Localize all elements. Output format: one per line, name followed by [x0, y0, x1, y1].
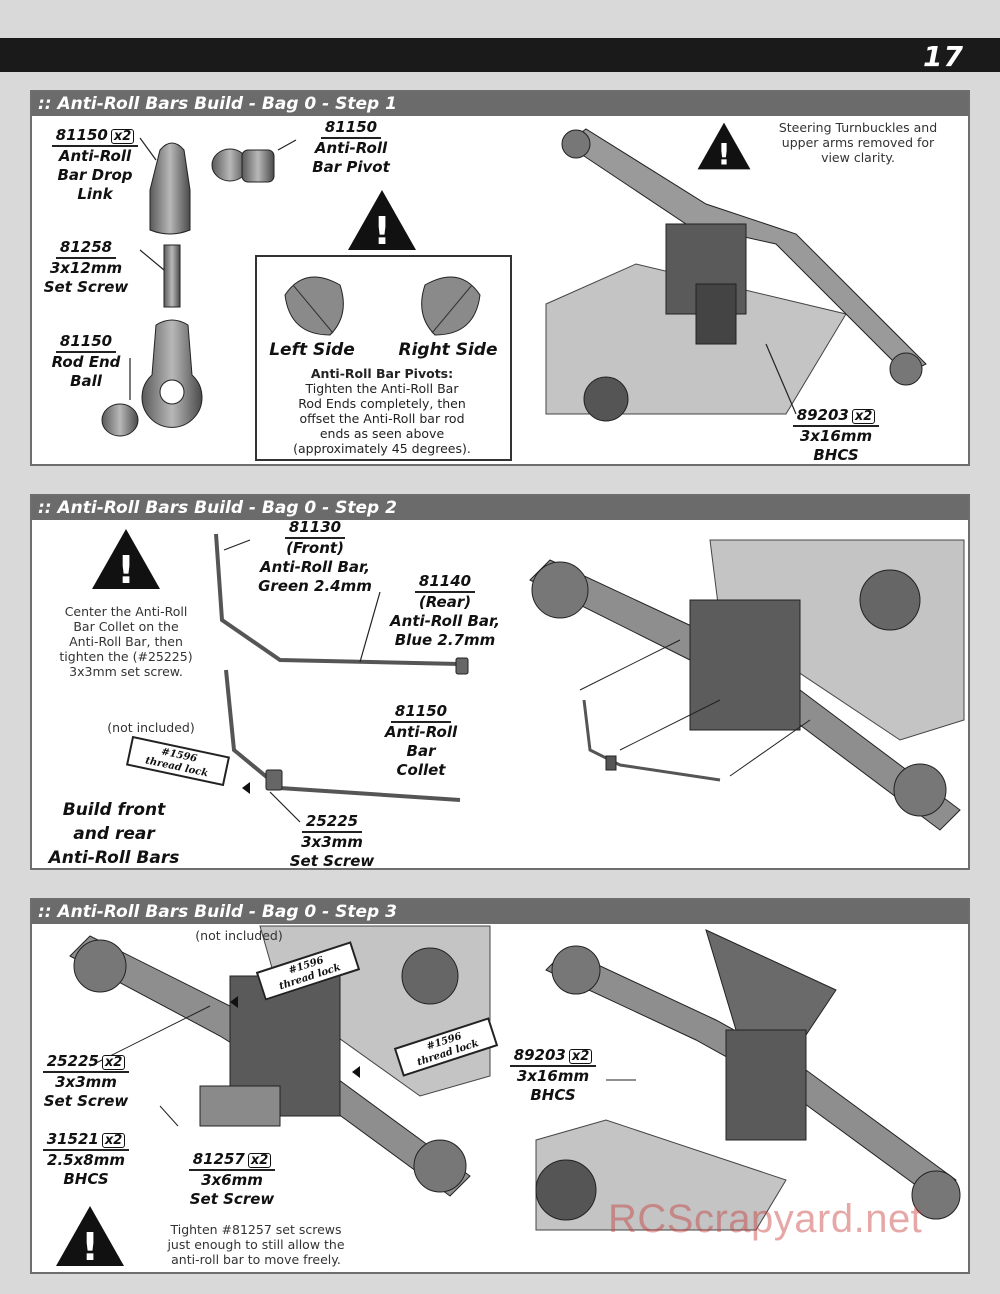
not-included-note: (not included)	[107, 720, 195, 735]
pivot-label: 81150 Anti-Roll Bar Pivot	[312, 118, 390, 176]
watermark: RCScrapyard.net	[608, 1197, 923, 1241]
page-number: 17	[923, 40, 964, 73]
build-instructions: Build front and rear Anti-Roll Bars	[48, 800, 180, 868]
rear-bar-label: 81140 (Rear) Anti-Roll Bar, Blue 2.7mm	[390, 572, 500, 649]
warning-icon: !	[697, 122, 751, 172]
front-chassis-drawing	[545, 128, 927, 422]
warning-icon: !	[56, 1206, 124, 1269]
right-side-label: Right Side	[398, 340, 498, 360]
right-side-pivot-drawing	[421, 276, 481, 336]
header-bar	[0, 38, 1000, 72]
center-collet-note: Center the Anti-Roll Bar Collet on the A…	[59, 604, 193, 679]
svg-text:!: !	[117, 548, 134, 592]
rear-chassis-drawing	[529, 539, 965, 831]
svg-text:!: !	[717, 138, 730, 172]
collet-label: 81150 Anti-Roll Bar Collet	[384, 702, 458, 779]
front-bar-label: 81130 (Front) Anti-Roll Bar, Green 2.4mm	[258, 518, 372, 595]
left-side-label: Left Side	[269, 340, 355, 360]
anti-roll-bars-drawing	[214, 533, 469, 823]
tighten-note: Tighten #81257 set screws just enough to…	[167, 1222, 345, 1267]
svg-text:!: !	[81, 1225, 98, 1269]
step3-title: :: Anti-Roll Bars Build - Bag 0 - Step 3	[32, 900, 968, 924]
set-screw-label: 81258 3x12mm Set Screw	[43, 238, 129, 296]
set-screw-label-step2: 25225 3x3mm Set Screw	[289, 812, 375, 870]
rod-end-ball-label: 81150 Rod End Ball	[51, 332, 121, 390]
svg-text:!: !	[373, 209, 390, 253]
warning-icon: !	[348, 190, 416, 253]
step3-body-mount-drawing	[535, 929, 961, 1231]
left-side-pivot-drawing	[284, 276, 344, 336]
step2-title: :: Anti-Roll Bars Build - Bag 0 - Step 2	[32, 496, 968, 520]
step1-title: :: Anti-Roll Bars Build - Bag 0 - Step 1	[32, 92, 968, 116]
warning-icon: !	[92, 529, 160, 592]
step3-section: :: Anti-Roll Bars Build - Bag 0 - Step 3	[30, 898, 970, 1274]
drop-link-part-drawing	[101, 137, 297, 437]
pivot-note: Anti-Roll Bar Pivots: Tighten the Anti-R…	[293, 366, 471, 456]
not-included-note: (not included)	[195, 928, 283, 943]
clarity-note: Steering Turnbuckles and upper arms remo…	[778, 120, 938, 165]
